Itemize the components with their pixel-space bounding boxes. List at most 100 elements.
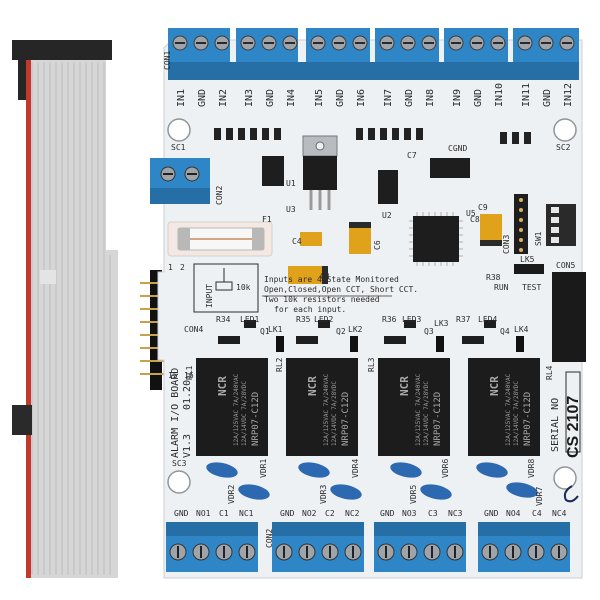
fuse-holder xyxy=(167,221,273,257)
output-label: GND xyxy=(280,509,295,518)
note-text: Inputs are 4 State Monitored Open,Closed… xyxy=(264,275,418,314)
relay-spec-2: 12A/14VDC 7A/28VDC xyxy=(423,381,430,446)
label-q1: Q1 xyxy=(260,327,270,336)
label-u3: U3 xyxy=(286,205,296,214)
relay-brand: NCR xyxy=(398,376,411,396)
header-con5 xyxy=(552,272,586,362)
label-con2: CON2 xyxy=(215,186,224,205)
label-c3: C3 xyxy=(320,272,330,281)
input-label: GND xyxy=(197,89,208,107)
label-f1: F1 xyxy=(262,215,272,224)
board-date: 01.20 xyxy=(182,380,193,410)
relay-model: NRP07-C12D xyxy=(341,392,351,446)
mounting-holes xyxy=(167,118,577,494)
label-rl3: RL3 xyxy=(367,357,376,372)
output-label: C2 xyxy=(325,509,335,518)
label-lk3: LK3 xyxy=(434,319,449,328)
label-vdr6: VDR6 xyxy=(441,459,450,478)
label-r37: R37 xyxy=(456,315,471,324)
input-label: IN7 xyxy=(383,89,394,107)
label-r35: R35 xyxy=(296,315,311,324)
input-label: IN11 xyxy=(521,83,532,107)
label-sc3: SC3 xyxy=(172,459,187,468)
note-line: Two 10k resistors needed xyxy=(264,295,380,304)
relay-spec-1: 12A/125VAC 7A/240VAC xyxy=(505,373,512,446)
label-u1: U1 xyxy=(286,179,296,188)
output-label: C4 xyxy=(532,509,542,518)
label-rl2: RL2 xyxy=(275,357,284,372)
input-labels: IN1 GND IN2 IN3 GND IN4 IN5 GND IN6 IN7 … xyxy=(176,83,574,107)
relay-spec-2: 12A/14VDC 7A/28VDC xyxy=(241,381,248,446)
input-label: IN9 xyxy=(452,89,463,107)
label-con5: CON5 xyxy=(556,261,575,270)
note-diagram: 10k INPUT 1 2 xyxy=(168,263,259,313)
note-resistor-label: 10k xyxy=(236,283,251,292)
relay-model: NRP07-C12D xyxy=(433,392,443,446)
label-c9: C9 xyxy=(478,203,488,212)
output-label: GND xyxy=(174,509,189,518)
label-r34: R34 xyxy=(216,315,231,324)
input-label: GND xyxy=(335,89,346,107)
resistor-array xyxy=(214,128,531,144)
relays xyxy=(196,358,540,456)
note-line: Inputs are 4 State Monitored xyxy=(264,275,399,284)
relay-brand: NCR xyxy=(306,376,319,396)
relay-spec-2: 12A/14VDC 7A/28VDC xyxy=(331,381,338,446)
relay-spec-1: 12A/125VAC 7A/240VAC xyxy=(323,373,330,446)
label-c7: C7 xyxy=(407,151,417,160)
label-q4: Q4 xyxy=(500,327,510,336)
input-label: IN3 xyxy=(244,89,255,107)
output-label: NC3 xyxy=(448,509,463,518)
label-vdr8: VDR8 xyxy=(527,459,536,478)
label-vdr4: VDR4 xyxy=(351,459,360,478)
label-r36: R36 xyxy=(382,315,397,324)
label-lk2: LK2 xyxy=(348,325,363,334)
output-labels: GND NO1 C1 NC1 GND NO2 C2 NC2 GND NO3 C3… xyxy=(174,509,567,518)
label-lk5: LK5 xyxy=(520,255,535,264)
label-sc2: SC2 xyxy=(556,143,571,152)
note-line: for each input. xyxy=(274,305,346,314)
relay-spec-1: 12A/125VAC 7A/240VAC xyxy=(233,373,240,446)
capacitor-c3 xyxy=(288,266,328,284)
output-label: GND xyxy=(484,509,499,518)
jumper-lk5 xyxy=(514,264,544,274)
label-lk1: LK1 xyxy=(268,325,283,334)
label-con1: CON1 xyxy=(163,51,172,70)
label-led2: LED2 xyxy=(314,315,333,324)
output-label: NO2 xyxy=(302,509,317,518)
output-label: NO3 xyxy=(402,509,417,518)
label-rl4: RL4 xyxy=(545,365,554,380)
label-c8: C8 xyxy=(470,215,480,224)
handwritten-mark xyxy=(563,485,579,503)
label-pin15: 15 xyxy=(168,371,178,380)
label-rl1: RL1 xyxy=(185,365,194,380)
label-r38: R38 xyxy=(486,273,501,282)
serial-label: SERIAL NO xyxy=(550,398,561,452)
tantalum-capacitors xyxy=(300,214,502,254)
label-cgnd: CGND xyxy=(448,144,467,153)
relay-model: NRP07-C12D xyxy=(523,392,533,446)
label-q2: Q2 xyxy=(336,327,346,336)
output-label: C3 xyxy=(428,509,438,518)
voltage-regulator xyxy=(302,135,338,210)
output-label: C1 xyxy=(219,509,229,518)
output-label: NC1 xyxy=(239,509,254,518)
ribbon-strain-relief xyxy=(12,405,32,435)
input-label: IN4 xyxy=(286,89,297,107)
serial-number: CS 2107 xyxy=(565,396,582,458)
note-input-label: INPUT xyxy=(205,284,214,308)
input-label: IN8 xyxy=(425,89,436,107)
input-label: GND xyxy=(404,89,415,107)
label-sc1: SC1 xyxy=(171,143,186,152)
label-con2-out: CON2 xyxy=(265,529,274,548)
ribbon-connector-top xyxy=(12,40,112,60)
relay-spec-2: 12A/14VDC 7A/28VDC xyxy=(513,381,520,446)
relay-brand: NCR xyxy=(216,376,229,396)
label-lk4: LK4 xyxy=(514,325,529,334)
label-con4: CON4 xyxy=(184,325,203,334)
input-label: IN6 xyxy=(356,89,367,107)
output-label: NC2 xyxy=(345,509,360,518)
label-q3: Q3 xyxy=(424,327,434,336)
input-terminal-row xyxy=(168,28,579,80)
jumpers xyxy=(276,336,524,352)
